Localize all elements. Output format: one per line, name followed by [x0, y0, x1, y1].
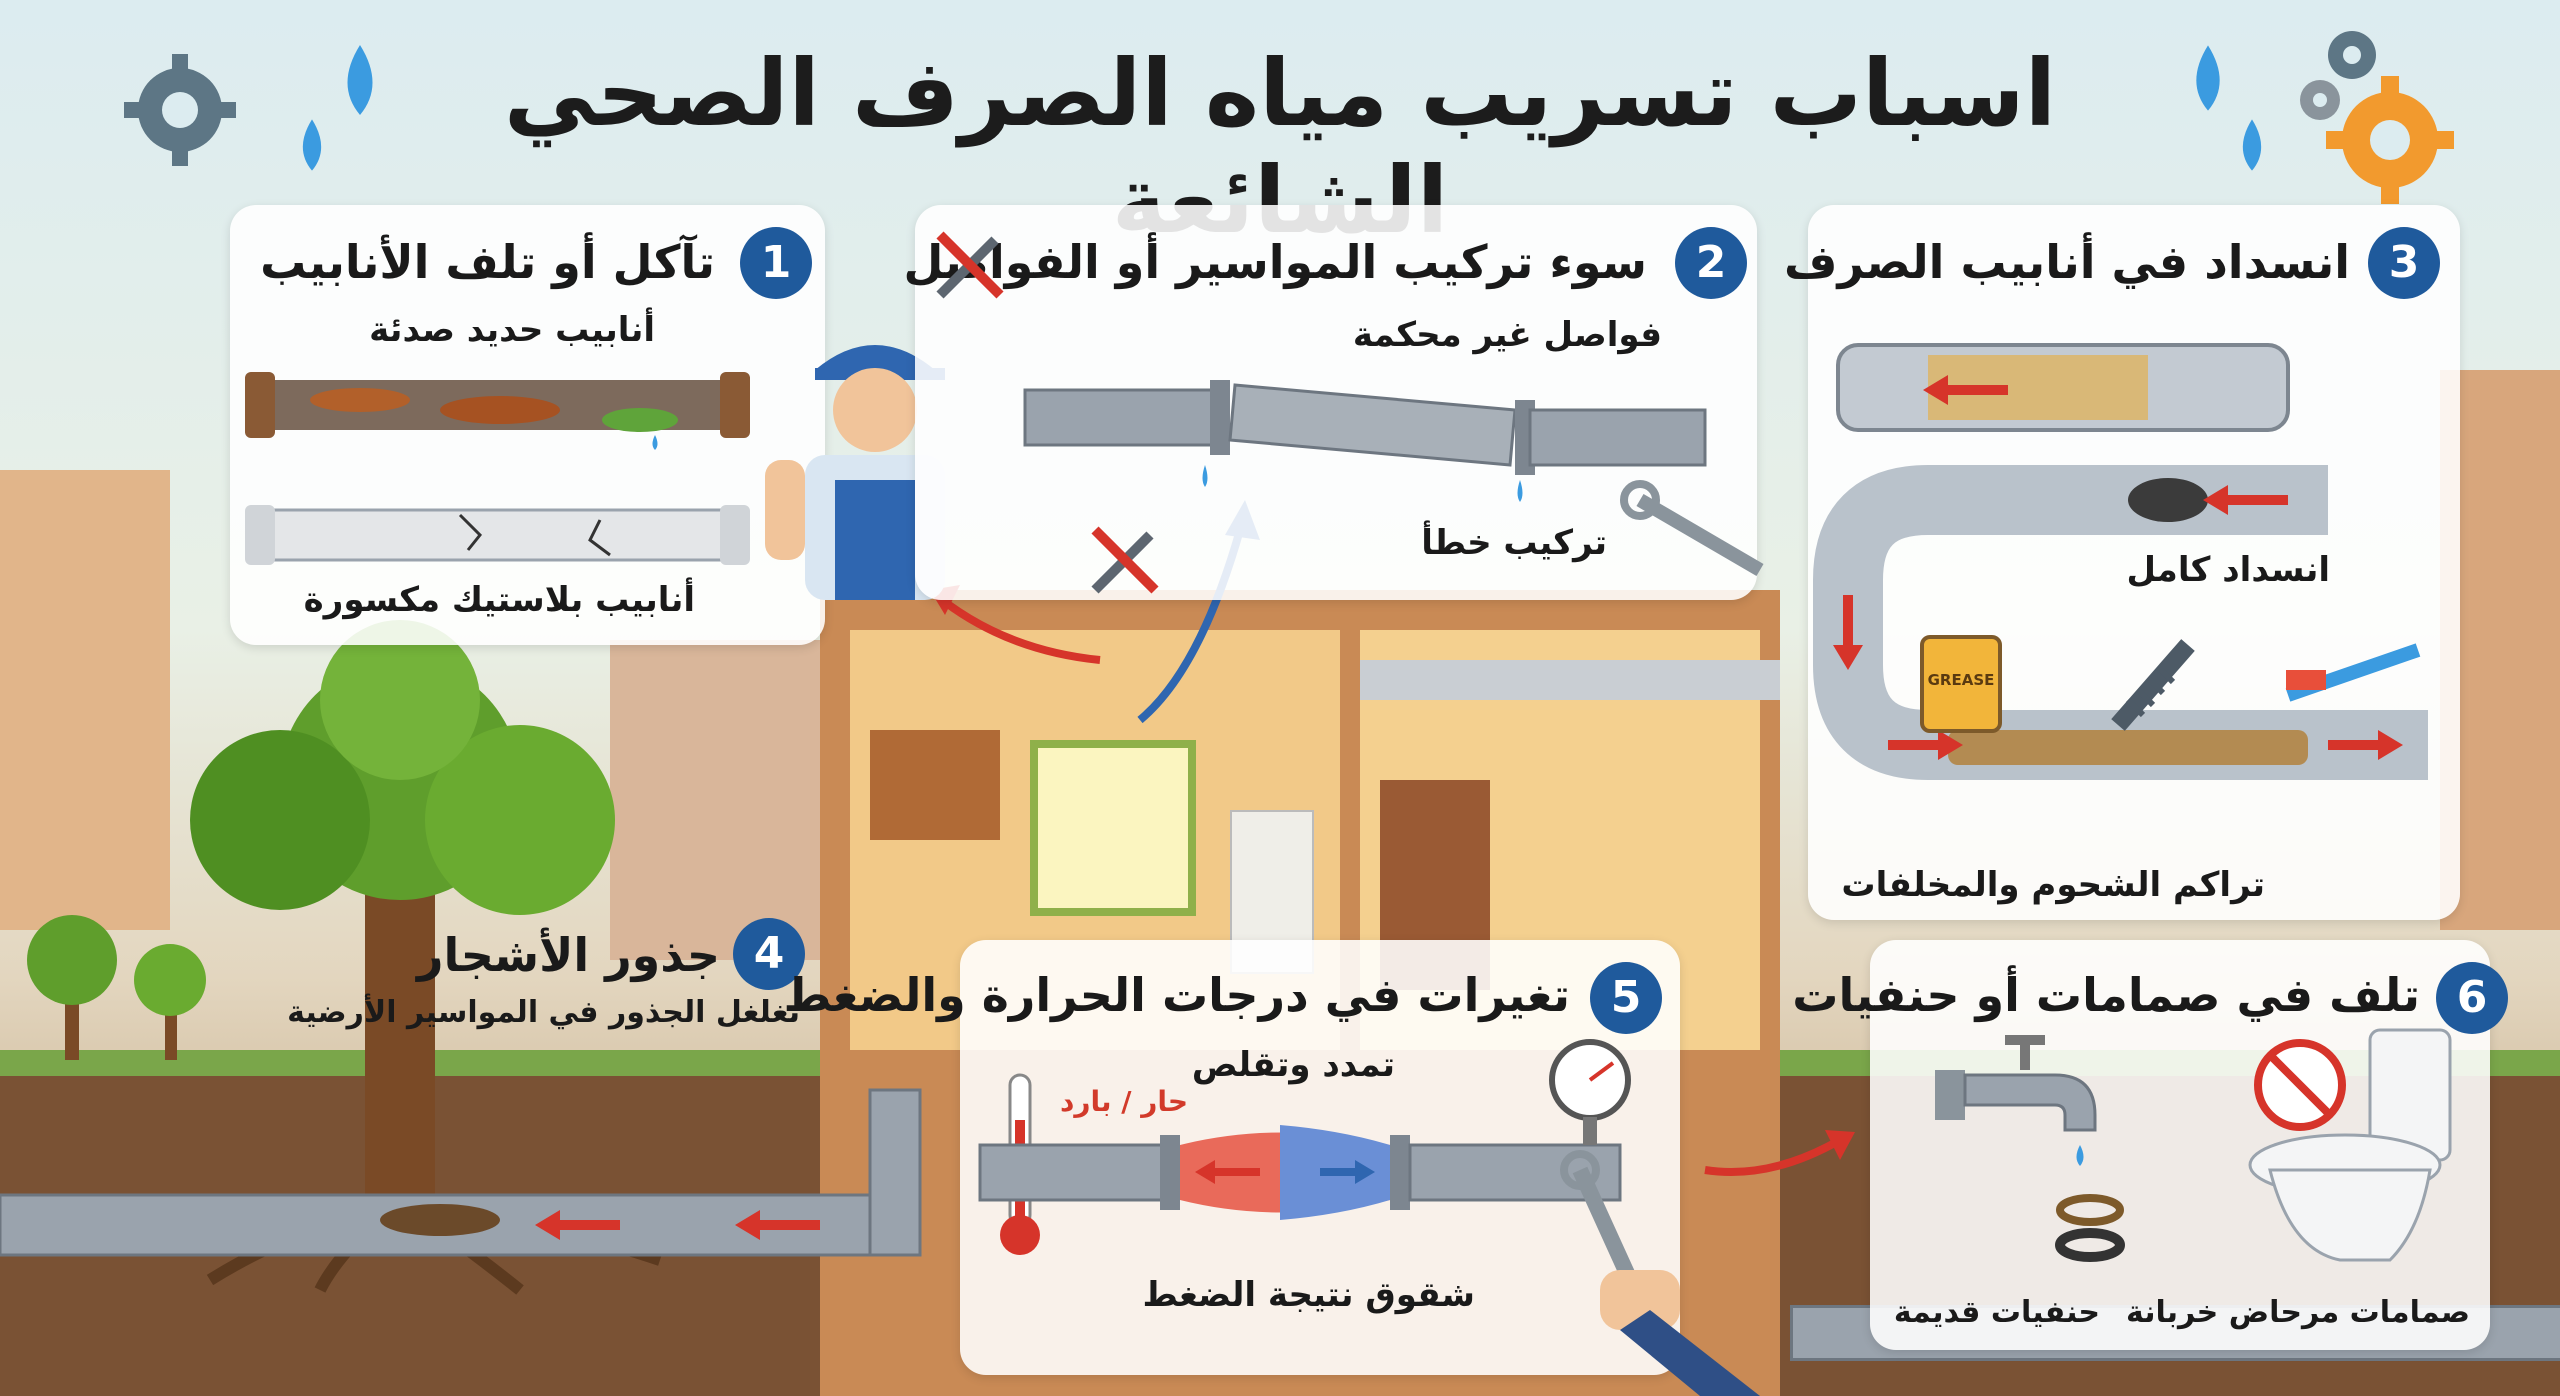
water-drop-icon: [302, 119, 322, 171]
section-number-badge: 1: [740, 227, 812, 299]
misaligned-pipe-icon: [1023, 380, 1707, 502]
plumber-icon: [765, 345, 945, 600]
complete-blockage-label: انسداد كامل: [2126, 550, 2330, 590]
panel-3-blockage: 3 انسداد في أنابيب الصرف انسداد كامل GRE…: [1784, 205, 2460, 920]
gear-icon: [2300, 31, 2376, 120]
panel-6-faucets-valves: 6 تلف في صمامات أو حنفيات حنفيات قديمة ص…: [1792, 940, 2508, 1350]
wrong-installation-label: تركيب خطأ: [1421, 523, 1607, 563]
pressure-gauge-icon: [1549, 1039, 1631, 1145]
toothbrush-icon: [2285, 643, 2421, 702]
water-drop-icon: [2196, 45, 2220, 111]
section-number-badge: 6: [2436, 962, 2508, 1034]
section-title: تغيرات في درجات الحرارة والضغط: [783, 968, 1570, 1022]
section-number-badge: 3: [2368, 227, 2440, 299]
faucet-icon: [1935, 1035, 2097, 1166]
tools-crossed-icon: [1091, 526, 1159, 594]
grease-debris-label: تراكم الشحوم والمخلفات: [1841, 865, 2265, 905]
no-symbol-icon: [2254, 1039, 2346, 1131]
gear-icon: [2326, 76, 2454, 204]
section-title: جذور الأشجار: [417, 928, 720, 982]
section-number-badge: 5: [1590, 962, 1662, 1034]
expanding-pipe-icon: [978, 1125, 1622, 1220]
section-title: انسداد في أنابيب الصرف: [1784, 235, 2350, 289]
expansion-contraction-label: تمدد وتقلص: [1191, 1045, 1395, 1085]
window: [1030, 740, 1196, 916]
roots-intrusion-label: تغلغل الجذور في المواسير الأرضية: [287, 995, 800, 1030]
water-drop-icon: [347, 45, 373, 115]
panel-2-bad-installation: 2 سوء تركيب المواسير أو الفواصل فواصل غي…: [903, 205, 1757, 600]
wrench-icon: [1620, 480, 1764, 577]
toilet-icon: [2248, 1028, 2452, 1262]
panel-5-temperature-pressure: 5 تغيرات في درجات الحرارة والضغط تمدد وت…: [784, 940, 1680, 1375]
building-right: [2440, 370, 2560, 930]
kitchen-cabinets: [870, 730, 1000, 840]
building-mid: [610, 640, 820, 960]
grease-jar-icon: GREASE: [1920, 635, 2002, 733]
comb-icon: [2111, 639, 2195, 731]
arrow-to-panel-6: [1704, 1130, 1855, 1176]
rusty-iron-pipe-icon: [245, 372, 750, 450]
hand-wrench-icon: [1560, 1150, 1760, 1396]
washer-rings-icon: [2055, 1194, 2125, 1262]
old-faucets-label: حنفيات قديمة: [1893, 1295, 2100, 1330]
section-title: تآكل أو تلف الأنابيب: [260, 235, 715, 289]
gear-icon: [124, 54, 236, 166]
section-number-badge: 4: [733, 918, 805, 990]
small-tree-icon: [27, 915, 206, 1060]
grease-label: GREASE: [1927, 671, 1995, 689]
cracked-plastic-pipe-icon: [245, 505, 750, 565]
loose-joints-label: فواصل غير محكمة: [1352, 315, 1662, 355]
building-left: [0, 470, 170, 930]
pressure-cracks-label: شقوق نتيجة الضغط: [1142, 1275, 1475, 1315]
broken-toilet-valves-label: صمامات مرحاض خربانة: [2126, 1295, 2470, 1330]
wrench-screwdriver-icon: [936, 231, 1004, 299]
clogged-pipe-icon: [1813, 343, 2428, 780]
section-title: تلف في صمامات أو حنفيات: [1792, 968, 2420, 1022]
water-drop-icon: [2242, 119, 2262, 171]
section-number-badge: 2: [1675, 227, 1747, 299]
rusty-pipes-label: أنابيب حديد صدئة: [369, 310, 655, 350]
panel-1-corrosion: 1 تآكل أو تلف الأنابيب أنابيب حديد صدئة …: [230, 205, 825, 645]
sewer-pipe: [0, 1088, 922, 1257]
section-title: سوء تركيب المواسير أو الفواصل: [903, 235, 1647, 289]
ceiling-duct: [1360, 660, 1780, 700]
hot-cold-label: حار / بارد: [1060, 1085, 1189, 1118]
broken-plastic-pipes-label: أنابيب بلاستيك مكسورة: [303, 580, 695, 620]
